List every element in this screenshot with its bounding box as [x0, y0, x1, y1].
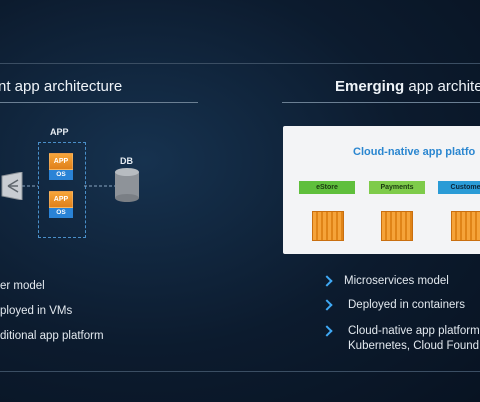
- service-estore: eStore: [299, 181, 355, 194]
- left-title-underline: [0, 102, 198, 103]
- platform-title: Cloud-native app platfo: [353, 146, 476, 158]
- os-box: OS: [49, 170, 73, 180]
- app-vm-2: APP OS: [49, 191, 73, 218]
- right-bullet-1: Microservices model: [344, 275, 449, 287]
- database-icon: [115, 168, 139, 202]
- left-bullet-2: ployed in VMs: [0, 305, 73, 317]
- service-payments: Payments: [369, 181, 425, 194]
- app-box: APP: [49, 191, 73, 208]
- container-cube-2: [381, 211, 413, 241]
- cloud-native-platform-panel: Cloud-native app platfo eStore Payments …: [283, 126, 480, 254]
- app-frame: [38, 142, 86, 238]
- load-balancer-icon: [1, 172, 23, 200]
- right-title-underline: [282, 102, 480, 103]
- db-label: DB: [120, 156, 133, 166]
- current-architecture-title: nt app architecture: [0, 78, 123, 95]
- container-cube-3: [451, 211, 480, 241]
- os-box: OS: [49, 208, 73, 218]
- service-customers: Custome: [438, 181, 480, 194]
- right-bullet-2: Deployed in containers: [348, 299, 465, 311]
- left-bullet-3: ditional app platform: [0, 330, 104, 342]
- left-bullet-1: er model: [0, 280, 45, 292]
- emerging-architecture-title: Emerging app archite: [335, 78, 480, 95]
- app-label: APP: [50, 127, 69, 137]
- top-divider: [0, 63, 480, 64]
- bottom-divider: [0, 371, 480, 372]
- container-cube-1: [312, 211, 344, 241]
- right-bullet-4: Kubernetes, Cloud Found: [348, 340, 480, 352]
- app-box: APP: [49, 153, 73, 170]
- right-bullet-3: Cloud-native app platform: [348, 325, 480, 337]
- app-vm-1: APP OS: [49, 153, 73, 180]
